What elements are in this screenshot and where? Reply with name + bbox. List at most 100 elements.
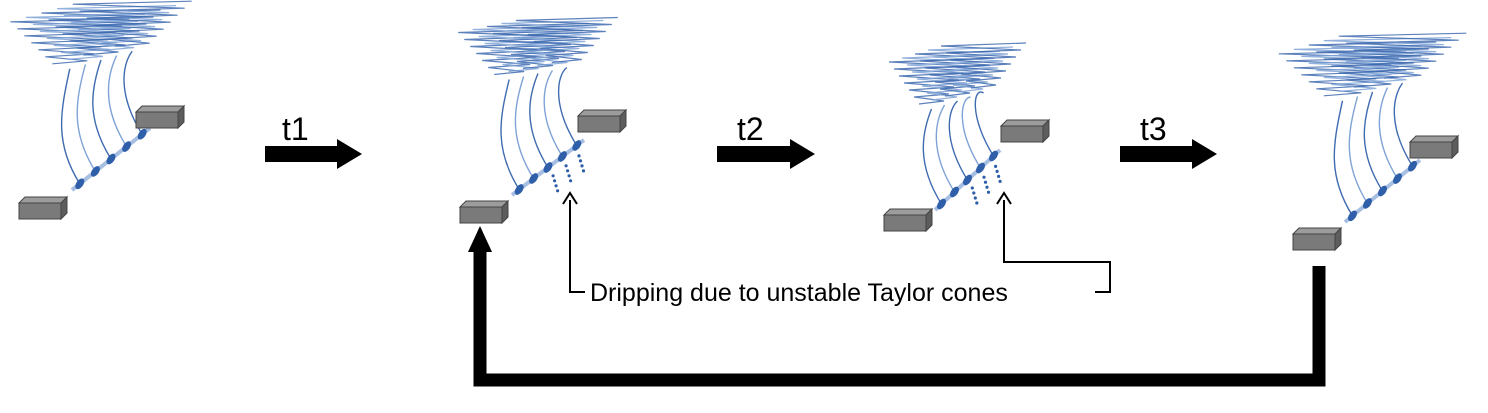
taylor-cone (122, 141, 132, 152)
taylor-cone (106, 153, 116, 165)
fiber-jet (60, 68, 81, 185)
return-loop-line (473, 250, 1326, 387)
drip-dot (994, 164, 998, 168)
callout-line-left (569, 200, 585, 293)
fiber-jet (557, 66, 578, 146)
stage-1-fiber-whips (10, 0, 192, 185)
taylor-cone (90, 166, 100, 177)
drip-dot (566, 169, 570, 173)
dripping-annotation: Dripping due to unstable Taylor cones (562, 191, 1111, 307)
taylor-cone (529, 173, 539, 184)
fiber-jet (935, 104, 956, 193)
stage-4-upper-electrode-icon (1409, 135, 1459, 159)
fiber-jet (1393, 82, 1414, 167)
drip-dot (998, 179, 1002, 183)
callout-line-right (1003, 200, 1111, 293)
fiber-jet (500, 79, 520, 190)
stage-2-taylor-cones (514, 140, 582, 195)
stage-2-fiber-whips (458, 16, 618, 190)
taylor-cone (572, 140, 582, 151)
stage-1-upper-electrode-icon (135, 105, 185, 129)
fiber-jet (92, 59, 112, 160)
taylor-cone (1408, 160, 1417, 172)
taylor-cone (950, 186, 959, 198)
drip-dot (997, 174, 1001, 178)
drip-dot (580, 164, 584, 168)
fiber-jet (922, 108, 943, 205)
fiber-jet (514, 76, 535, 179)
stage-1-lower-electrode-icon (18, 196, 68, 220)
stage-3-taylor-cones (937, 150, 998, 210)
right-arrow-icon (1120, 139, 1217, 169)
drip-dot (985, 185, 989, 189)
stage-2-upper-electrode-icon (577, 109, 627, 133)
drip-dot (975, 201, 979, 205)
stage-4-electrospinning-icon (1278, 32, 1467, 251)
taylor-cone (1393, 173, 1402, 184)
taylor-cone (137, 128, 147, 140)
step-t3-label: t3 (1140, 111, 1167, 147)
stage-2-drips (551, 154, 586, 193)
taylor-cone (543, 162, 553, 173)
fiber-whip (57, 5, 177, 52)
fiber-jet (1363, 91, 1384, 192)
stage-3-drips (970, 164, 1002, 205)
fiber-whip (927, 46, 1014, 93)
taylor-cone (557, 151, 567, 162)
drip-dot (554, 184, 558, 188)
fiber-jet (76, 64, 96, 172)
dripping-annotation-text: Dripping due to unstable Taylor cones (590, 279, 1008, 307)
step-t2-label: t2 (737, 111, 764, 147)
step-t1: t1 (265, 111, 362, 169)
step-t3: t3 (1120, 111, 1217, 169)
taylor-cone (1363, 198, 1372, 209)
stage-4-taylor-cones (1348, 160, 1417, 222)
taylor-cone (1378, 185, 1387, 197)
taylor-cone (976, 162, 985, 174)
callout-arrowhead-left (562, 191, 578, 205)
taylor-cone (514, 184, 524, 195)
taylor-cone (963, 174, 972, 186)
fiber-whip (515, 16, 618, 64)
taylor-cone (75, 178, 85, 190)
drip-dot (995, 169, 999, 173)
drip-dot (973, 196, 977, 200)
fiber-jet (974, 91, 995, 157)
fiber-jet (529, 73, 549, 168)
drip-dot (551, 174, 555, 178)
return-loop-arrow-icon (468, 226, 1326, 387)
drip-dot (567, 174, 571, 178)
fiber-whip (72, 0, 192, 47)
return-loop-arrowhead (468, 226, 492, 252)
drip-dot (982, 175, 986, 179)
stage-3-upper-electrode-icon (1000, 119, 1050, 143)
fiber-jet (543, 70, 563, 157)
drip-dot (553, 179, 557, 183)
callout-arrowhead-right (996, 191, 1012, 205)
taylor-cone (1348, 210, 1357, 222)
drip-dot (581, 169, 586, 173)
taylor-cone (937, 198, 946, 210)
stage-3-electrospinning-icon (883, 42, 1050, 232)
drip-dot (564, 164, 568, 168)
stage-2-electrospinning-icon (458, 16, 627, 224)
fiber-jet (1348, 96, 1369, 204)
stage-4-fiber-whips (1278, 32, 1467, 217)
drip-dot (578, 159, 583, 163)
drip-dot (986, 190, 991, 194)
step-t2: t2 (717, 111, 815, 169)
stage-2-lower-electrode-icon (459, 200, 509, 224)
stage-4-lower-electrode-icon (1292, 227, 1342, 251)
stage-3-fiber-whips (888, 42, 1027, 205)
drip-dot (577, 154, 581, 158)
taylor-cone (989, 150, 998, 162)
right-arrow-icon (265, 139, 362, 169)
fiber-whip (1323, 37, 1452, 84)
fiber-jet (1333, 100, 1354, 217)
drip-dot (556, 189, 560, 193)
fiber-jet (107, 55, 128, 147)
stage-3-lower-electrode-icon (883, 208, 933, 232)
drip-dot (970, 186, 974, 190)
drip-dot (569, 179, 573, 183)
right-arrow-icon (717, 139, 815, 169)
